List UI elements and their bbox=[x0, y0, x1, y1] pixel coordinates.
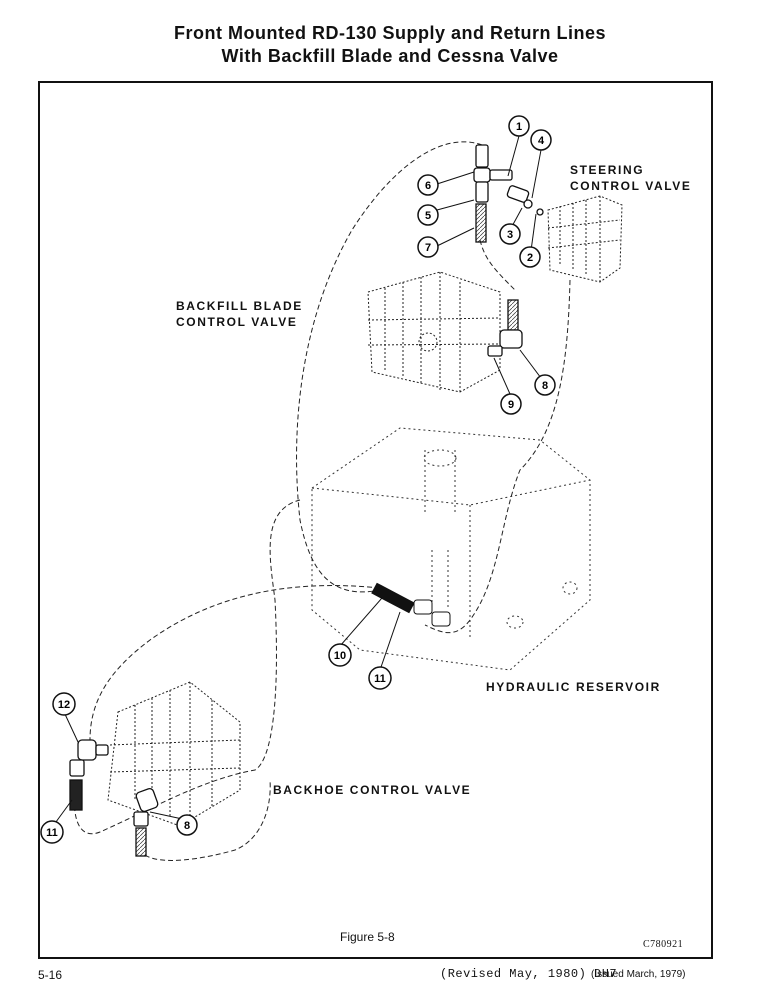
callout-7: 7 bbox=[417, 236, 439, 258]
callout-9: 9 bbox=[500, 393, 522, 415]
svg-text:3: 3 bbox=[507, 229, 513, 241]
steering-label-line1: STEERING bbox=[570, 163, 645, 177]
callout-1: 1 bbox=[508, 115, 530, 137]
svg-text:7: 7 bbox=[425, 242, 431, 254]
callout-8-lower: 8 bbox=[176, 814, 198, 836]
figure-caption: Figure 5-8 bbox=[340, 930, 395, 944]
backfill-label-line1: BACKFILL BLADE bbox=[176, 299, 303, 313]
svg-text:9: 9 bbox=[508, 399, 514, 411]
svg-text:6: 6 bbox=[425, 180, 431, 192]
callout-6: 6 bbox=[417, 174, 439, 196]
svg-text:11: 11 bbox=[374, 673, 386, 685]
svg-text:8: 8 bbox=[542, 380, 548, 392]
callout-12: 12 bbox=[52, 692, 76, 716]
steering-label-line2: CONTROL VALVE bbox=[570, 179, 692, 193]
callout-3: 3 bbox=[499, 223, 521, 245]
reservoir-label: HYDRAULIC RESERVOIR bbox=[486, 680, 661, 694]
backfill-label-line2: CONTROL VALVE bbox=[176, 315, 298, 329]
svg-text:5: 5 bbox=[425, 210, 431, 222]
hydraulic-reservoir bbox=[311, 427, 591, 671]
svg-text:11: 11 bbox=[46, 827, 58, 839]
callout-11-backhoe: 11 bbox=[40, 820, 64, 844]
backfill-blade-control-valve bbox=[367, 271, 501, 393]
callout-11-reservoir: 11 bbox=[368, 666, 392, 690]
callout-10: 10 bbox=[328, 643, 352, 667]
backhoe-control-valve bbox=[107, 681, 241, 827]
reservoir-hose bbox=[371, 582, 451, 627]
backhoe-fittings bbox=[69, 739, 159, 857]
drawing-number: C780921 bbox=[643, 939, 684, 950]
svg-text:1: 1 bbox=[516, 121, 522, 133]
backhoe-label: BACKHOE CONTROL VALVE bbox=[273, 783, 472, 797]
callout-markers: 1 4 6 5 3 7 2 8 9 10 11 12 8 11 bbox=[40, 115, 556, 844]
issue-note: (Issued March, 1979) bbox=[591, 969, 686, 980]
steering-fittings bbox=[473, 144, 544, 243]
page-title: Front Mounted RD-130 Supply and Return L… bbox=[173, 23, 606, 43]
leader-lines bbox=[52, 135, 545, 827]
page-subtitle: With Backfill Blade and Cessna Valve bbox=[221, 46, 559, 66]
backfill-fittings bbox=[487, 299, 523, 357]
revision-note: (Revised May, 1980) DH7 bbox=[440, 967, 618, 981]
hose-lines bbox=[73, 141, 571, 861]
callout-5: 5 bbox=[417, 204, 439, 226]
steering-control-valve bbox=[547, 195, 623, 283]
page-number: 5-16 bbox=[38, 968, 63, 982]
callout-4: 4 bbox=[530, 129, 552, 151]
figure-frame bbox=[38, 81, 713, 959]
svg-text:12: 12 bbox=[58, 699, 70, 711]
callout-2: 2 bbox=[519, 246, 541, 268]
svg-text:8: 8 bbox=[184, 820, 190, 832]
svg-text:2: 2 bbox=[527, 252, 533, 264]
svg-text:10: 10 bbox=[334, 650, 346, 662]
callout-8-upper: 8 bbox=[534, 374, 556, 396]
svg-text:4: 4 bbox=[538, 135, 545, 147]
